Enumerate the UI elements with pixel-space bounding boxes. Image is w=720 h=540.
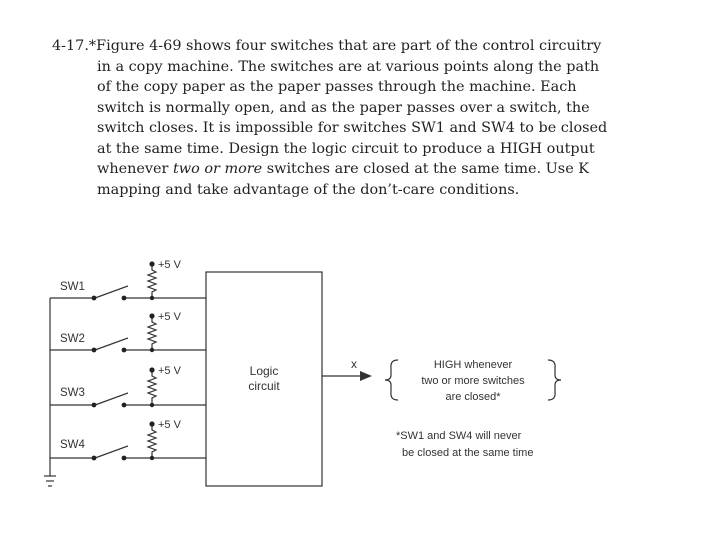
supply-dot-1: [149, 261, 155, 267]
desc-line-2: two or more switches: [421, 375, 525, 387]
resistor-4: [146, 424, 158, 458]
resistor-2: [146, 316, 158, 350]
right-brace: [547, 359, 562, 401]
label-sw2: SW2: [60, 333, 85, 345]
note-line-2: be closed at the same time: [402, 447, 533, 459]
problem-line-4: switch is normally open, and as the pape…: [97, 99, 590, 116]
supply-dot-4: [149, 421, 155, 427]
supply-label-3: +5 V: [158, 365, 182, 377]
sw1-blade: [94, 285, 129, 299]
label-sw1: SW1: [60, 281, 85, 293]
label-sw4: SW4: [60, 439, 86, 451]
supply-label-1: +5 V: [158, 259, 182, 271]
sw4-contact-left: [91, 455, 97, 461]
desc-line-3: are closed*: [445, 391, 501, 403]
output-label-x: x: [351, 357, 357, 371]
problem-number: 4-17.*: [52, 38, 97, 54]
junction-1: [149, 295, 155, 301]
problem-line-5: switch closes. It is impossible for swit…: [97, 120, 608, 136]
sw1-contact-right: [121, 295, 127, 301]
left-brace: [384, 359, 399, 401]
sw3-contact-left: [91, 402, 97, 408]
sw1-contact-left: [91, 295, 97, 301]
box-label-logic: Logic: [250, 364, 279, 378]
sw2-blade: [94, 337, 129, 351]
problem-text: 4-17.*Figure 4-69 shows four switches th…: [52, 36, 662, 200]
resistor-1: [146, 264, 158, 298]
supply-dot-3: [149, 367, 155, 373]
label-sw3: SW3: [60, 387, 85, 399]
sw2-contact-left: [91, 347, 97, 353]
note-line-1: *SW1 and SW4 will never: [396, 430, 522, 442]
problem-line-1: 4-17.*Figure 4-69 shows four switches th…: [52, 38, 602, 54]
problem-line-8: mapping and take advantage of the don’t-…: [97, 181, 520, 198]
problem-line-3: of the copy paper as the paper passes th…: [97, 79, 577, 95]
output-arrow: [360, 371, 372, 381]
supply-label-2: +5 V: [158, 311, 182, 323]
sw4-blade: [94, 445, 129, 459]
junction-3: [149, 402, 155, 408]
sw3-contact-right: [121, 402, 127, 408]
junction-2: [149, 347, 155, 353]
desc-line-1: HIGH whenever: [434, 359, 513, 371]
sw3-blade: [94, 392, 129, 406]
problem-line-2: in a copy machine. The switches are at v…: [97, 58, 600, 75]
supply-label-4: +5 V: [158, 419, 182, 431]
resistor-3: [146, 370, 158, 405]
junction-4: [149, 455, 155, 461]
box-label-circuit: circuit: [248, 379, 280, 393]
supply-dot-2: [149, 313, 155, 319]
problem-line-6: at the same time. Design the logic circu…: [97, 140, 595, 157]
sw4-contact-right: [121, 455, 127, 461]
sw2-contact-right: [121, 347, 127, 353]
logic-circuit-box: [205, 271, 323, 487]
problem-line-7: whenever two or more switches are closed…: [97, 161, 590, 177]
